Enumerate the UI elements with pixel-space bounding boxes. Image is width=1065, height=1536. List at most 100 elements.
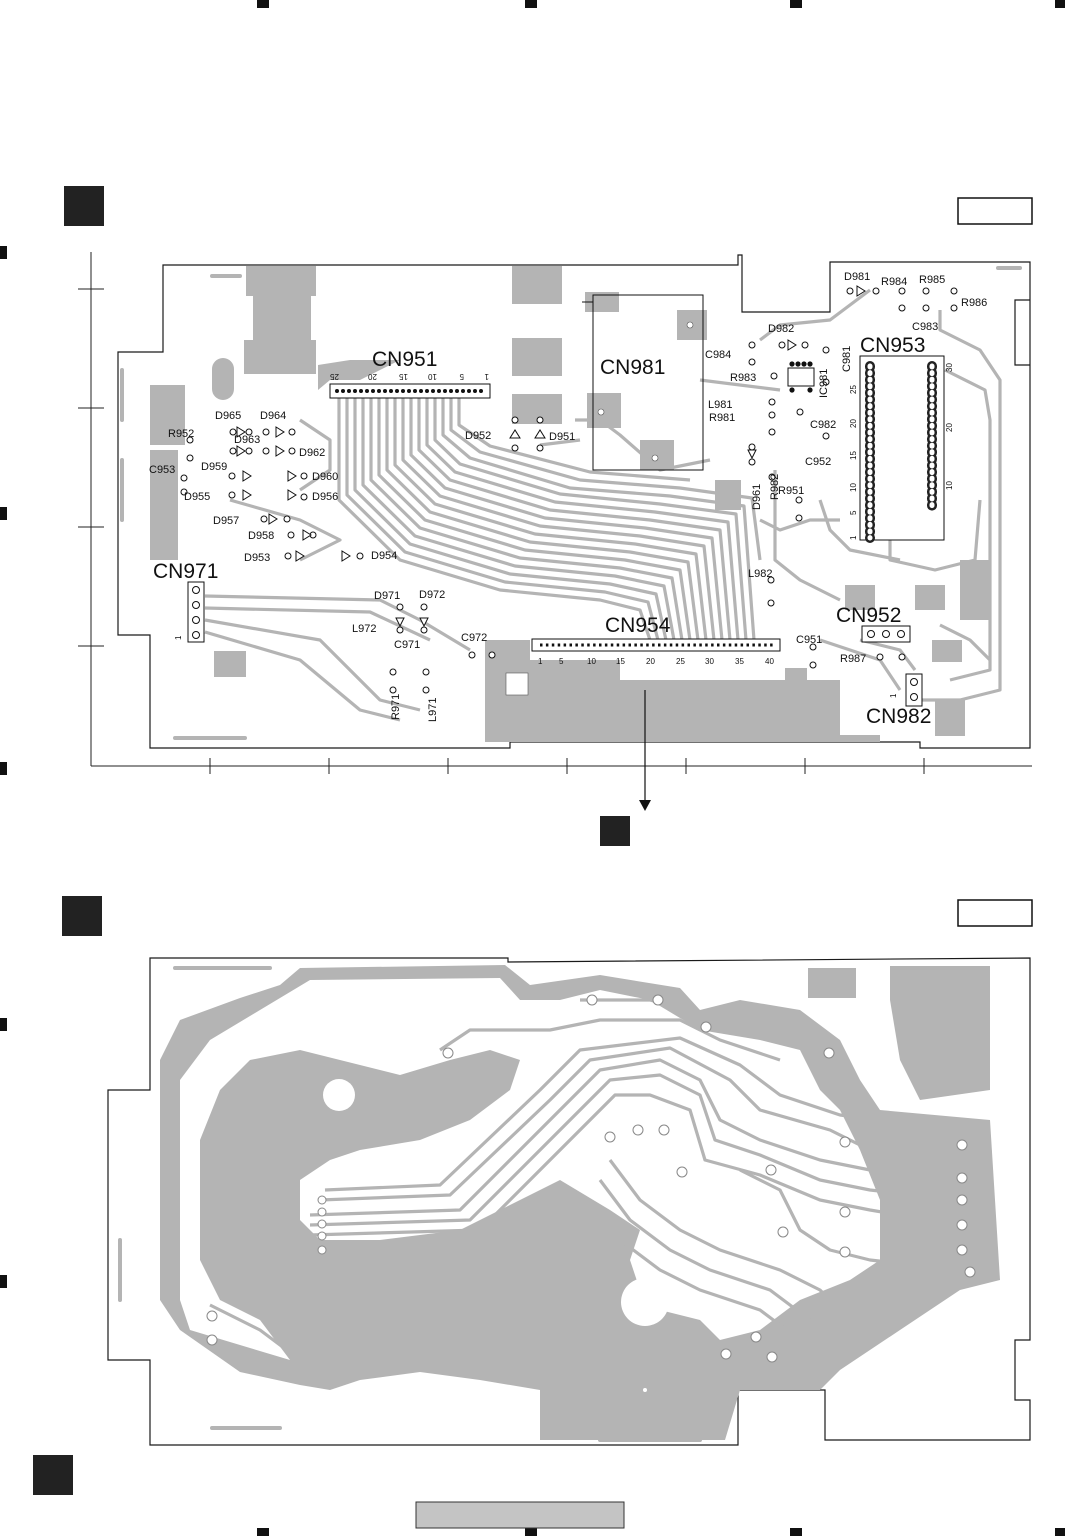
board-edge-notch-top — [1014, 299, 1030, 366]
svg-text:5: 5 — [459, 372, 464, 381]
section-arrow-head — [639, 800, 651, 811]
d957-label: D957 — [213, 515, 239, 527]
cn971-connector — [187, 581, 205, 643]
cn951-header — [329, 383, 491, 399]
svg-text:20: 20 — [368, 372, 377, 381]
svg-text:30: 30 — [705, 657, 714, 666]
r982-label: R982 — [769, 474, 781, 500]
c971-label: C971 — [394, 639, 420, 651]
svg-text:25: 25 — [676, 657, 685, 666]
d965-label: D965 — [215, 410, 241, 422]
side-label-box-top — [957, 197, 1033, 225]
cn953-pin-numbers: 25 20 15 10 5 1 30 20 10 — [849, 363, 954, 540]
d981-label: D981 — [844, 271, 870, 283]
cn952-connector — [861, 625, 911, 643]
voids-bottom — [180, 978, 880, 1360]
d953-label: D953 — [244, 552, 270, 564]
r952-label: R952 — [168, 428, 194, 440]
d956-label: D956 — [312, 491, 338, 503]
cn952-label: CN952 — [836, 604, 901, 627]
c981-label: C981 — [841, 346, 853, 372]
cn982-label: CN982 — [866, 705, 931, 728]
svg-text:1: 1 — [538, 657, 543, 666]
l982-label: L982 — [748, 568, 772, 580]
svg-text:30: 30 — [945, 363, 954, 372]
svg-text:1: 1 — [849, 535, 858, 540]
white-pads-top — [505, 321, 694, 696]
cn971-label: CN971 — [153, 560, 218, 583]
c983-label: C983 — [912, 321, 938, 333]
d963-label: D963 — [234, 434, 260, 446]
cn981-footprint — [592, 294, 704, 471]
svg-text:40: 40 — [765, 657, 774, 666]
r986-label: R986 — [961, 297, 987, 309]
page-footer-box — [415, 1501, 625, 1529]
d964-label: D964 — [260, 410, 286, 422]
cn951-label: CN951 — [372, 348, 437, 371]
r983-label: R983 — [730, 372, 756, 384]
mount-hole-dot — [643, 1388, 647, 1392]
svg-text:5: 5 — [849, 510, 858, 515]
d972-label: D972 — [419, 589, 445, 601]
svg-text:10: 10 — [945, 481, 954, 490]
cn981-label: CN981 — [600, 356, 665, 379]
ground-strips-top — [120, 266, 1022, 740]
cn951-pin-numbers: 25 20 15 10 5 1 — [330, 372, 489, 381]
c951-label: C951 — [796, 634, 822, 646]
cn954-label: CN954 — [605, 614, 671, 637]
l971-label: L971 — [427, 698, 439, 722]
d959-label: D959 — [201, 461, 227, 473]
cn954-header — [531, 638, 781, 652]
d962-label: D962 — [299, 447, 325, 459]
c953-label: C953 — [149, 464, 175, 476]
l981-label: L981 — [708, 399, 732, 411]
r951-label: R951 — [778, 485, 804, 497]
svg-text:35: 35 — [735, 657, 744, 666]
svg-text:25: 25 — [330, 372, 339, 381]
board-outline-top — [117, 254, 1031, 749]
cn953-label: CN953 — [860, 334, 925, 357]
svg-text:15: 15 — [399, 372, 408, 381]
d971-label: D971 — [374, 590, 400, 602]
component-symbols — [180, 287, 958, 694]
c984-label: C984 — [705, 349, 731, 361]
section-marker-top — [64, 186, 104, 226]
top-view-frame — [78, 252, 1032, 774]
svg-text:10: 10 — [428, 372, 437, 381]
board-outline-bottom — [107, 957, 1031, 1446]
r984-label: R984 — [881, 276, 907, 288]
cn953-connector — [859, 355, 945, 543]
r987-label: R987 — [840, 653, 866, 665]
r981-label: R981 — [709, 412, 735, 424]
d961-label: D961 — [751, 484, 763, 510]
traces-top — [204, 288, 1002, 722]
traces-bottom — [209, 998, 997, 1362]
d958-label: D958 — [248, 530, 274, 542]
svg-text:10: 10 — [849, 483, 858, 492]
diode-symbols — [236, 285, 866, 628]
d960-label: D960 — [312, 471, 338, 483]
pads-bottom — [206, 994, 976, 1363]
c982-label: C982 — [810, 419, 836, 431]
cn971-pin-one: 1 — [174, 635, 183, 640]
side-label-box-bottom — [957, 899, 1033, 927]
d954-label: D954 — [371, 550, 397, 562]
svg-text:25: 25 — [849, 385, 858, 394]
l972-label: L972 — [352, 623, 376, 635]
section-marker-arrow — [600, 816, 630, 846]
r985-label: R985 — [919, 274, 945, 286]
cn982-pin-one: 1 — [889, 693, 898, 698]
d951-label: D951 — [549, 431, 575, 443]
ground-strips-bottom — [118, 966, 702, 1442]
section-marker-corner — [33, 1455, 73, 1495]
ic981-label: IC981 — [818, 369, 830, 398]
d955-label: D955 — [184, 491, 210, 503]
cn982-connector — [905, 673, 923, 707]
svg-text:1: 1 — [484, 372, 489, 381]
c972-label: C972 — [461, 632, 487, 644]
svg-text:15: 15 — [616, 657, 625, 666]
ic981-pads — [787, 361, 815, 393]
svg-text:5: 5 — [559, 657, 564, 666]
